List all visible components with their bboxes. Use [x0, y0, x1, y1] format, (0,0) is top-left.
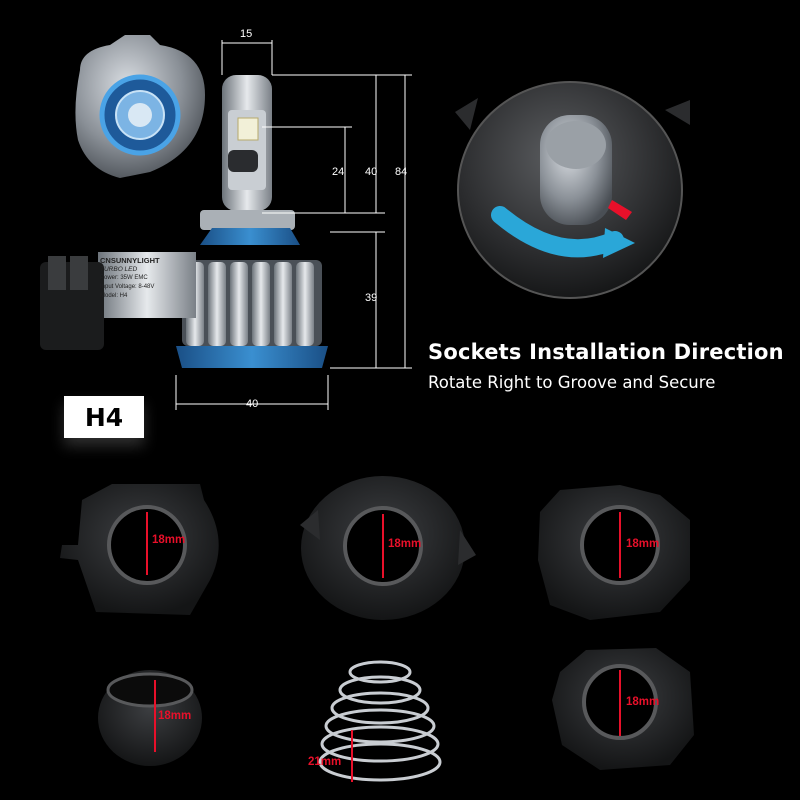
page-title: Sockets Installation Direction: [428, 340, 784, 364]
dimension-lines: [175, 40, 412, 410]
adapter-1-shape: [60, 484, 219, 615]
adapter-4-shape: [98, 670, 202, 766]
driver-box: [40, 252, 196, 350]
adapter-3-size: 18mm: [626, 538, 660, 550]
spring-size: 21mm: [308, 756, 342, 768]
h4-bulb-back: [75, 35, 205, 178]
dim-chip-height: 24: [332, 166, 345, 178]
driver-line2: Power: 35W EMC: [100, 275, 148, 281]
adapter-4-size: 18mm: [158, 710, 192, 722]
adapter-1-size: 18mm: [152, 534, 186, 546]
driver-line1: TURBO LED: [100, 266, 138, 273]
driver-brand: CNSUNNYLIGHT: [100, 256, 160, 265]
adapter-6-shape: [552, 648, 694, 770]
page-subtitle: Rotate Right to Groove and Secure: [428, 373, 716, 392]
model-badge: H4: [64, 396, 144, 438]
dim-base-height: 39: [365, 292, 378, 304]
dim-base-width: 40: [246, 398, 259, 410]
dim-head-height: 40: [365, 166, 378, 178]
installation-socket: [455, 81, 690, 299]
driver-line3: Input Voltage: 8-48V: [100, 284, 155, 290]
adapter-3-shape: [538, 485, 690, 620]
driver-line4: Model: H4: [100, 293, 128, 299]
measure-lines: [146, 512, 621, 782]
spring-shape: [318, 660, 442, 782]
driver-label: CNSUNNYLIGHT TURBO LED Power: 35W EMC In…: [100, 256, 196, 301]
adapter-6-size: 18mm: [626, 696, 660, 708]
dim-width-top: 15: [240, 28, 253, 40]
adapter-2-size: 18mm: [388, 538, 422, 550]
dim-total-height: 84: [395, 166, 408, 178]
